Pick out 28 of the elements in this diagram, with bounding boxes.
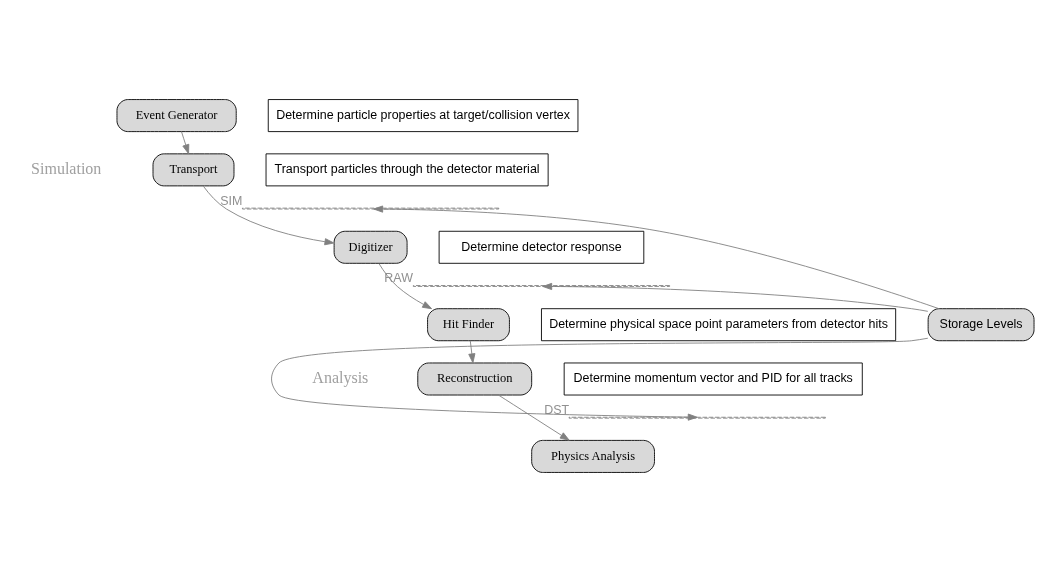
label: Simulation: [31, 159, 102, 177]
arrow: [498, 394, 570, 441]
arrow: [373, 205, 940, 309]
node-box: Determine particle properties at target/collision vertex: [267, 98, 579, 132]
node-label: RAW: [384, 270, 413, 285]
node-box: Event Generator: [116, 98, 237, 132]
label: Analysis: [312, 368, 369, 386]
node-box: Transport particles through the detector material: [265, 152, 549, 186]
node-box: Physics Analysis: [531, 439, 655, 473]
node-label: SIM: [220, 193, 243, 208]
node-box: Transport: [152, 152, 235, 186]
node-label: DST: [544, 402, 570, 417]
arrow: [181, 130, 190, 154]
arrow: [202, 185, 335, 245]
node-box: Storage Levels: [927, 307, 1035, 341]
node-box: Reconstruction: [417, 362, 533, 395]
node-box: Digitizer: [333, 230, 408, 264]
node-box: Determine momentum vector and PID for all tracks: [563, 362, 863, 395]
node-box: Determine detector response: [438, 230, 645, 264]
arrow: [271, 337, 929, 421]
arrow: [542, 282, 929, 312]
node-box: Determine physical space point parameters from detector hits: [541, 307, 897, 341]
arrow: [378, 262, 433, 309]
node-line: [568, 416, 826, 419]
arrow: [468, 339, 476, 363]
node-box: Hit Finder: [427, 307, 510, 341]
node-line: [412, 284, 671, 287]
node-line: [242, 207, 500, 209]
